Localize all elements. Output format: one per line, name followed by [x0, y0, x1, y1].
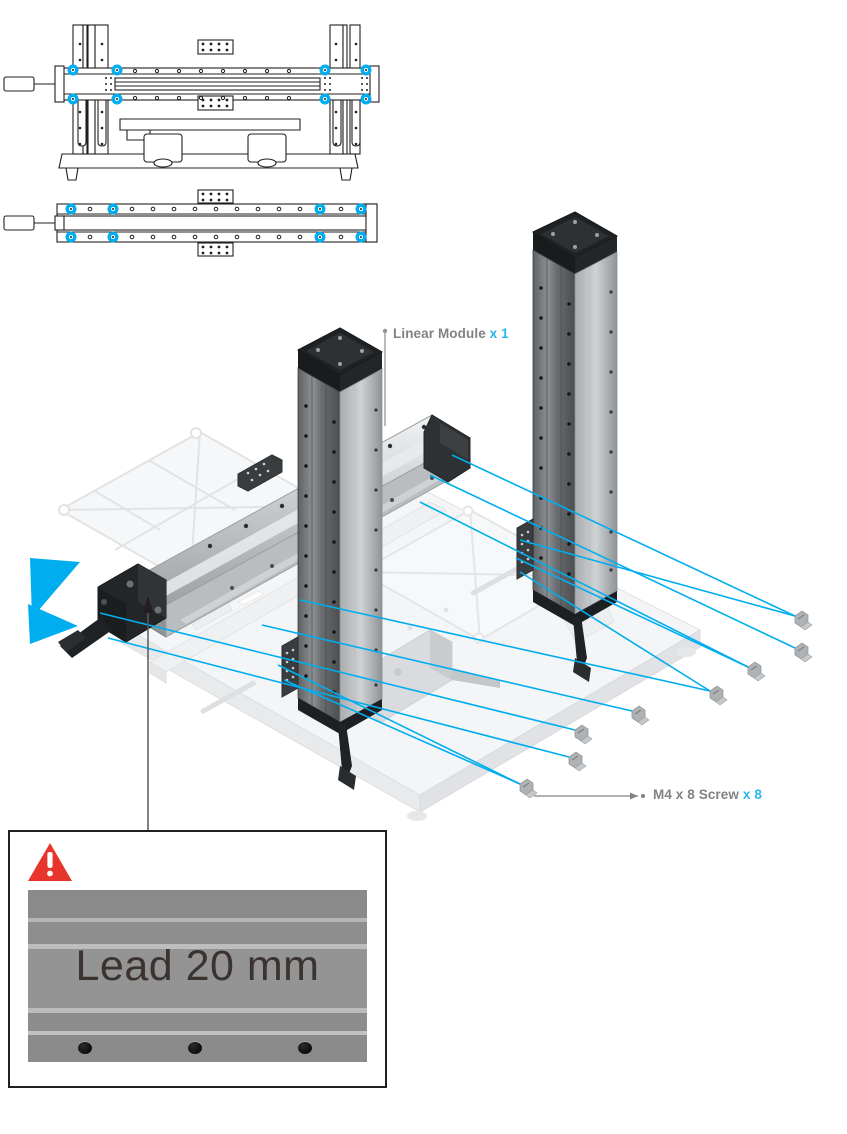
detail-box-connector-leader — [142, 596, 154, 834]
callout-m4-screw-part: M4 x 8 Screw — [653, 787, 739, 802]
vertical-column-right — [516, 211, 619, 682]
extrusion-engraved-text: Lead 20 mm — [75, 942, 320, 990]
callout-linear-module-qty: x 1 — [489, 326, 509, 341]
extrusion-hole — [78, 1042, 92, 1054]
front-view-highlight-markers — [67, 64, 372, 105]
extrusion-band — [28, 1031, 367, 1035]
front-elevation-line-drawing — [3, 24, 380, 181]
callout-linear-module-part: Linear Module — [393, 326, 486, 341]
lead-screw-warning-detail-box: Lead 20 mm — [8, 830, 387, 1088]
callout-m4-screw-qty: x 8 — [742, 787, 762, 802]
callout-m4-screw: M4 x 8 Screw x 8 — [653, 787, 762, 802]
linear-module-leader — [382, 328, 388, 426]
extrusion-band — [28, 1008, 367, 1013]
extrusion-label-photo: Lead 20 mm — [28, 890, 367, 1062]
extrusion-band — [28, 918, 367, 922]
exploded-screws — [519, 610, 813, 799]
vertical-column-left — [281, 327, 384, 790]
extrusion-band — [28, 890, 367, 918]
isometric-assembly-view — [28, 211, 813, 821]
extrusion-hole — [188, 1042, 202, 1054]
direction-indicator-arrows — [28, 558, 80, 644]
extrusion-hole — [298, 1042, 312, 1054]
column-left-mount-plate — [281, 636, 299, 698]
extrusion-band — [28, 922, 367, 944]
extrusion-band — [28, 949, 367, 1008]
column-right-mount-plate — [516, 518, 534, 580]
top-view-highlight-markers — [65, 203, 367, 243]
callout-linear-module: Linear Module x 1 — [393, 326, 509, 341]
extrusion-band — [28, 944, 367, 949]
extrusion-band — [28, 1013, 367, 1031]
m4-screw-leader — [534, 792, 645, 800]
screw-leader-lines — [99, 454, 796, 785]
warning-triangle-icon — [28, 843, 72, 881]
top-plan-line-drawing — [3, 189, 378, 257]
